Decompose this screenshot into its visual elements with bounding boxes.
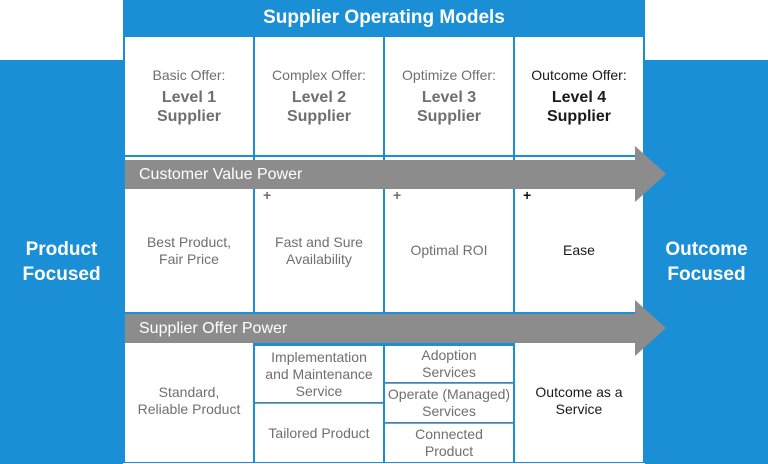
- product-focused-line2: Focused: [22, 264, 101, 285]
- level-3-title: Level 3: [421, 89, 477, 106]
- offer-cell-2-top-line3: Service: [295, 382, 343, 399]
- offer-cell-2-top-line2: and Maintenance: [265, 365, 373, 382]
- level-2-cell: Complex Offer: Level 2 Supplier: [255, 37, 383, 155]
- customer-value-arrow: Customer Value Power: [125, 160, 637, 189]
- supplier-offer-arrowhead: [635, 300, 666, 356]
- offer-cell-1-line2: Reliable Product: [137, 401, 241, 417]
- customer-value-arrowhead: [635, 146, 666, 202]
- level-1-supplier: Supplier: [156, 108, 221, 125]
- level-2-title: Level 2: [291, 89, 347, 106]
- level-4-cell: Outcome Offer: Level 4 Supplier: [515, 37, 643, 155]
- level-3-cell: Optimize Offer: Level 3 Supplier: [385, 37, 513, 155]
- offer-divider-col2: [255, 403, 383, 404]
- value-plus-4: +: [523, 187, 532, 203]
- value-plus-2: +: [263, 187, 272, 203]
- offer-cell-2-bottom: Tailored Product: [255, 404, 383, 462]
- offer-cell-3-middle: Operate (Managed) Services: [385, 384, 513, 422]
- offer-cell-3-bottom-line1: Connected: [415, 426, 483, 442]
- level-4-offer: Outcome Offer:: [531, 67, 627, 83]
- offer-cell-2-top: Implementation and Maintenance Service: [255, 346, 383, 402]
- outcome-focused-line1: Outcome: [665, 239, 748, 260]
- value-cell-2-line1: Fast and Sure: [275, 233, 363, 250]
- offer-cell-3-middle-line2: Services: [422, 403, 476, 419]
- product-focused-panel: Product Focused: [0, 60, 123, 464]
- level-3-offer: Optimize Offer:: [402, 67, 496, 83]
- diagram-title: Supplier Operating Models: [123, 0, 645, 35]
- value-cell-4-line1: Ease: [563, 242, 595, 258]
- offer-cell-3-top: Adoption Services: [385, 346, 513, 382]
- level-1-title: Level 1: [161, 89, 217, 106]
- offer-cell-3-top-line1: Adoption: [421, 347, 477, 363]
- offer-cell-3-top-line2: Services: [422, 364, 476, 380]
- value-plus-3: +: [393, 187, 402, 203]
- value-cell-1-line1: Best Product,: [146, 233, 232, 250]
- offer-divider-col3-a: [385, 383, 513, 384]
- supplier-offer-arrow: Supplier Offer Power: [125, 314, 637, 343]
- outcome-focused-line2: Focused: [667, 264, 746, 285]
- value-cell-1-line2: Fair Price: [159, 250, 219, 267]
- value-cell-3-line1: Optimal ROI: [410, 242, 488, 258]
- offer-cell-1-line1: Standard,: [158, 384, 220, 400]
- value-cell-2-line2: Availability: [286, 250, 352, 267]
- offer-cell-4-line2: Service: [555, 401, 603, 417]
- level-2-offer: Complex Offer:: [272, 67, 366, 83]
- level-1-offer: Basic Offer:: [152, 67, 226, 83]
- product-focused-line1: Product: [25, 239, 98, 260]
- offer-cell-3-middle-line1: Operate (Managed): [387, 386, 511, 402]
- outcome-focused-panel: Outcome Focused: [645, 60, 768, 464]
- level-4-supplier: Supplier: [546, 108, 611, 125]
- level-1-cell: Basic Offer: Level 1 Supplier: [125, 37, 253, 155]
- offer-cell-3-bottom-line2: Product: [424, 443, 474, 459]
- level-3-supplier: Supplier: [416, 108, 481, 125]
- offer-cell-2-top-line1: Implementation: [271, 348, 367, 365]
- offer-divider-col3-b: [385, 423, 513, 424]
- offer-cell-3-bottom: Connected Product: [385, 424, 513, 462]
- offer-cell-4-line1: Outcome as a: [535, 384, 623, 400]
- level-4-title: Level 4: [551, 89, 607, 106]
- level-2-supplier: Supplier: [286, 108, 351, 125]
- offer-cell-2-bottom-line1: Tailored Product: [268, 424, 370, 441]
